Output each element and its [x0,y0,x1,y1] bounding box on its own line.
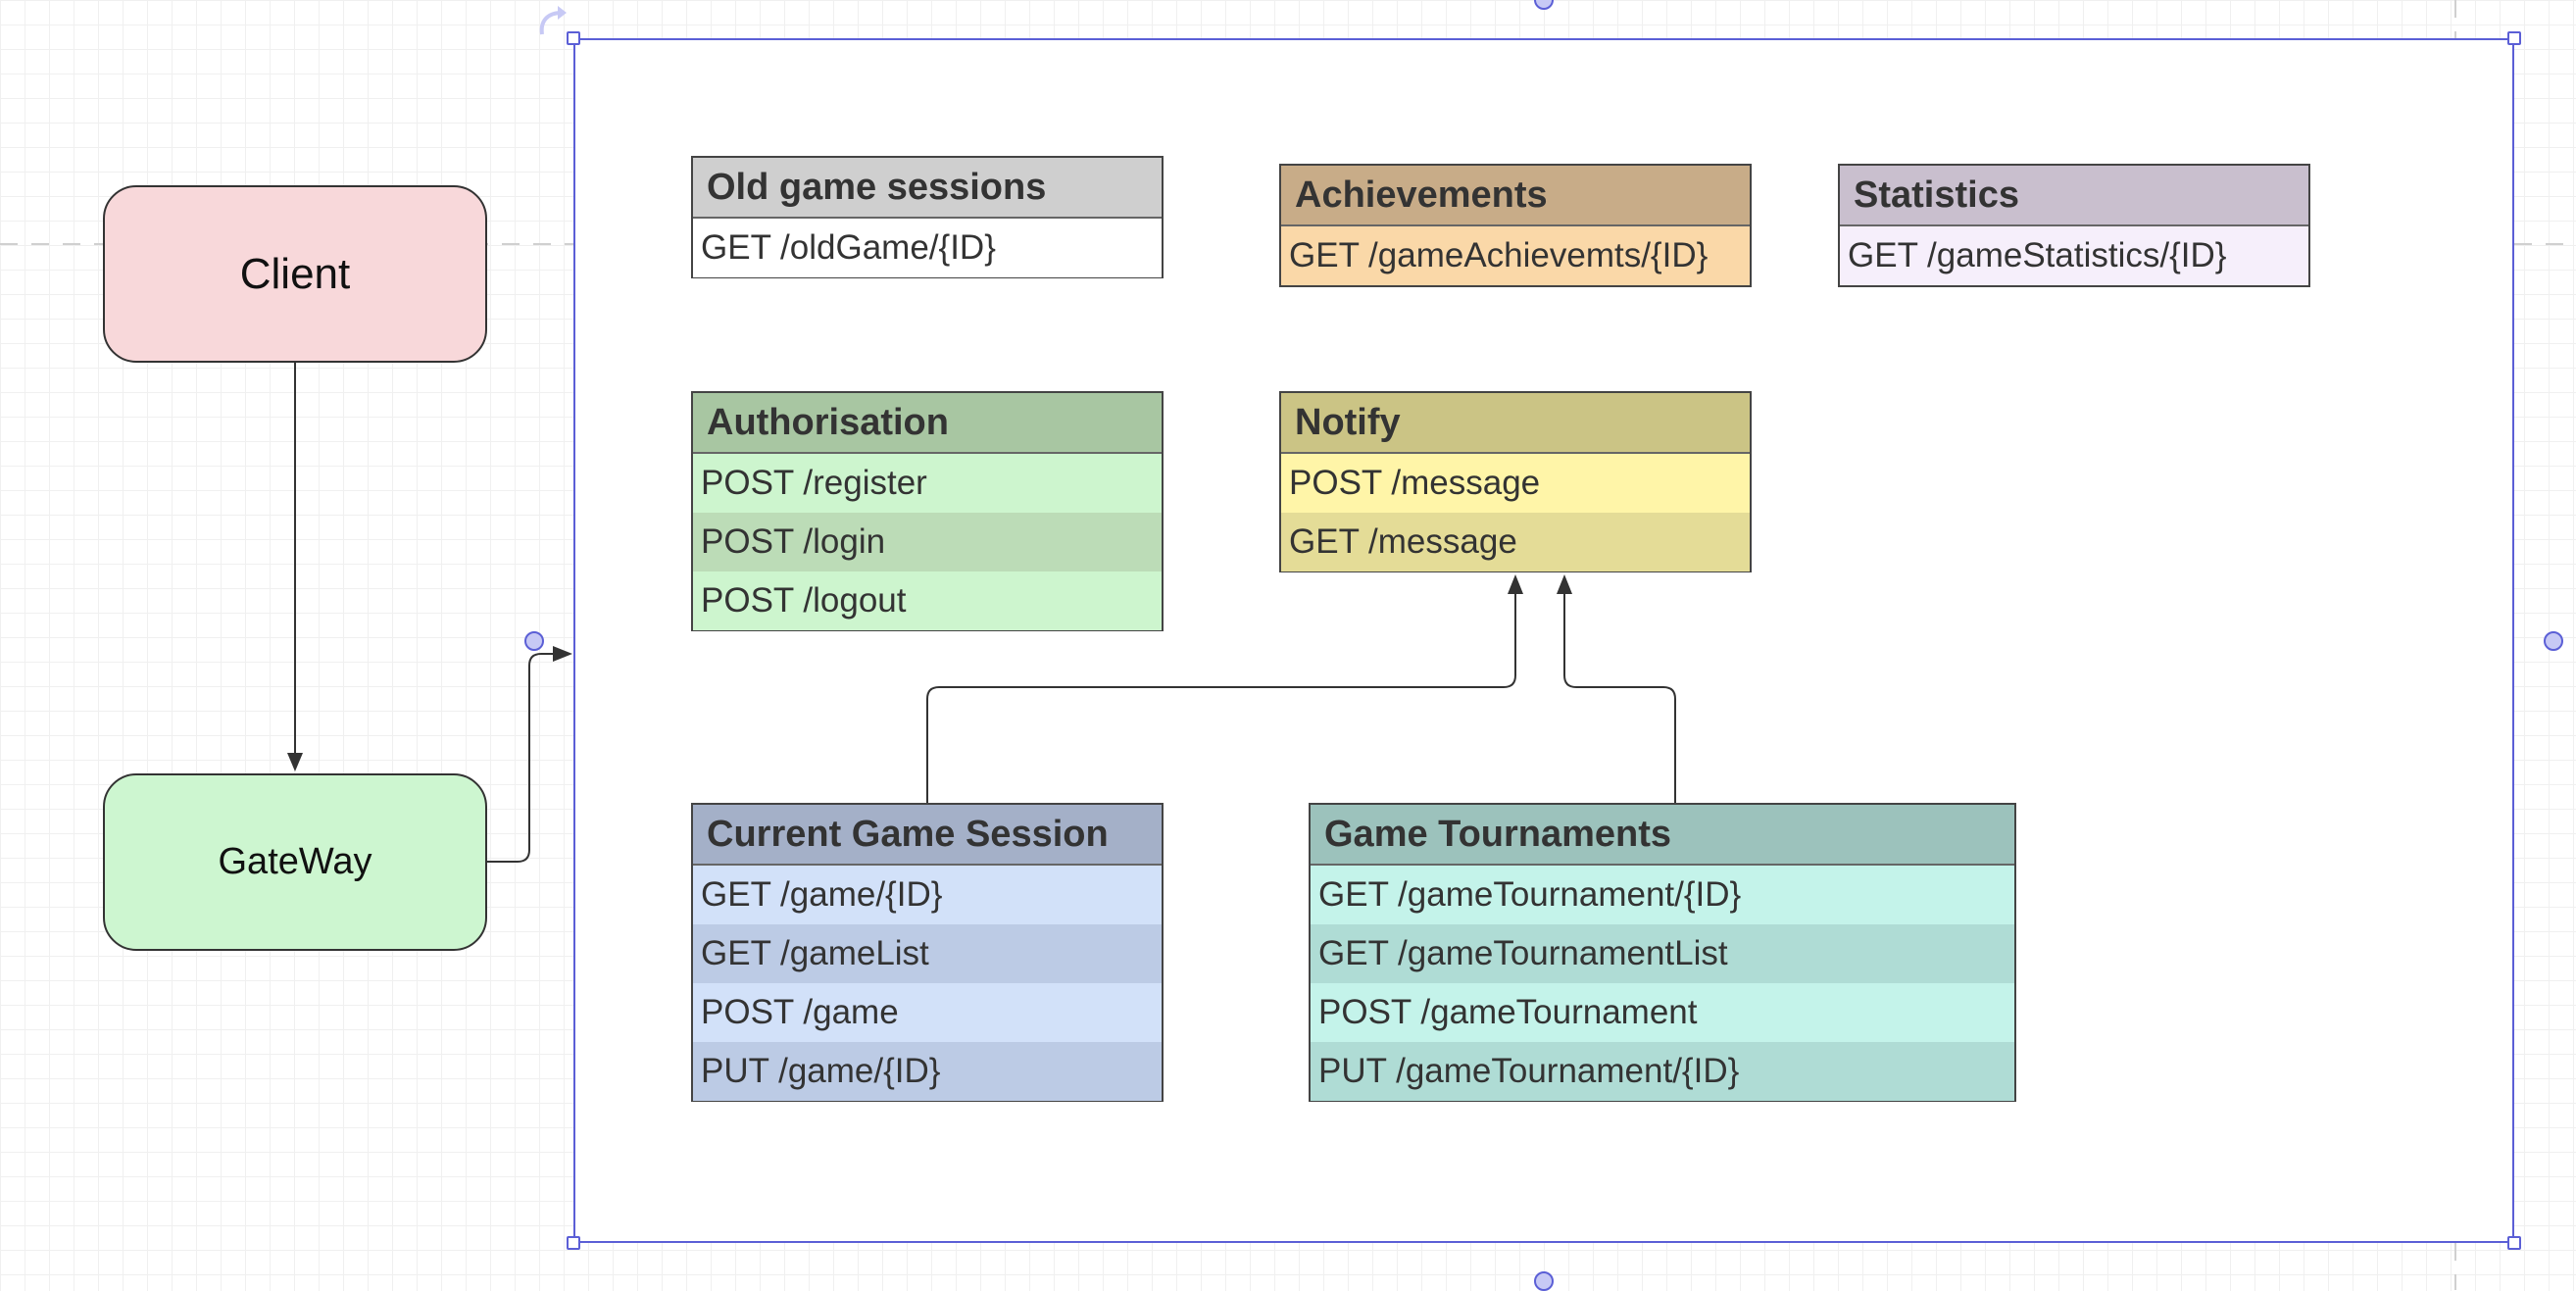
entity-title: Notify [1281,393,1750,454]
edge-gateway-container [487,653,555,863]
edge-session-notify [926,592,1516,803]
entity-row[interactable]: GET /oldGame/{ID} [693,219,1162,277]
edge-tournaments-notify [1563,592,1676,803]
arrowhead-container [553,646,572,662]
entity-row[interactable]: POST /gameTournament [1311,983,2014,1042]
entity-row[interactable]: PUT /game/{ID} [693,1042,1162,1101]
entity-row[interactable]: POST /game [693,983,1162,1042]
entity-title: Achievements [1281,166,1750,226]
entity-authorisation[interactable]: Authorisation POST /register POST /login… [691,391,1164,631]
connection-point-right[interactable] [2544,631,2563,651]
entity-achievements[interactable]: Achievements GET /gameAchievemts/{ID} [1279,164,1752,287]
entity-current-game-session[interactable]: Current Game Session GET /game/{ID} GET … [691,803,1164,1102]
resize-handle-bottom-right[interactable] [2507,1236,2521,1250]
entity-row[interactable]: GET /message [1281,513,1750,571]
entity-row[interactable]: GET /gameTournament/{ID} [1311,866,2014,924]
arrowhead-notify-right [1557,574,1572,594]
entity-row[interactable]: POST /login [693,513,1162,571]
arrowhead-gateway [287,753,303,771]
client-node[interactable]: Client [103,185,487,363]
entity-old-game-sessions[interactable]: Old game sessions GET /oldGame/{ID} [691,156,1164,278]
resize-handle-bottom-left[interactable] [567,1236,580,1250]
gateway-node[interactable]: GateWay [103,773,487,951]
entity-row[interactable]: GET /gameList [693,924,1162,983]
entity-statistics[interactable]: Statistics GET /gameStatistics/{ID} [1838,164,2310,287]
entity-row[interactable]: GET /game/{ID} [693,866,1162,924]
entity-row[interactable]: POST /message [1281,454,1750,513]
gateway-label: GateWay [218,841,372,882]
resize-handle-top-left[interactable] [567,31,580,45]
connection-point-left[interactable] [524,631,544,651]
entity-notify[interactable]: Notify POST /message GET /message [1279,391,1752,572]
entity-row[interactable]: POST /logout [693,571,1162,630]
entity-game-tournaments[interactable]: Game Tournaments GET /gameTournament/{ID… [1309,803,2016,1102]
entity-title: Statistics [1840,166,2308,226]
entity-row[interactable]: GET /gameAchievemts/{ID} [1281,226,1750,285]
entity-title: Game Tournaments [1311,805,2014,866]
entity-row[interactable]: GET /gameStatistics/{ID} [1840,226,2308,285]
entity-title: Old game sessions [693,158,1162,219]
arrowhead-notify-left [1508,574,1523,594]
entity-row[interactable]: GET /gameTournamentList [1311,924,2014,983]
entity-row[interactable]: PUT /gameTournament/{ID} [1311,1042,2014,1101]
entity-title: Authorisation [693,393,1162,454]
client-label: Client [239,249,351,298]
resize-handle-top-right[interactable] [2507,31,2521,45]
rotate-icon[interactable] [534,3,573,42]
entity-row[interactable]: POST /register [693,454,1162,513]
entity-title: Current Game Session [693,805,1162,866]
